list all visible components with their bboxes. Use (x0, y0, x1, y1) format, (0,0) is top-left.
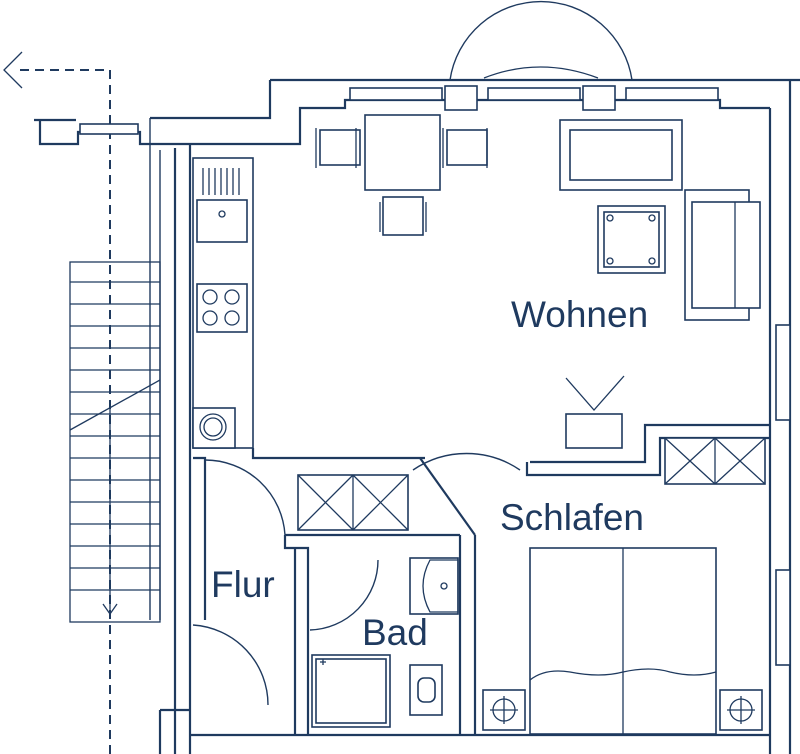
double-bed (482, 547, 763, 735)
living-furniture (559, 119, 761, 449)
balcony-arc (449, 0, 633, 81)
bathroom-fixtures (311, 557, 459, 728)
room-label-wohnen: Wohnen (511, 294, 649, 335)
staircase (69, 261, 161, 623)
room-label-bad: Bad (362, 612, 428, 653)
dining-set (315, 114, 488, 236)
room-label-schlafen: Schlafen (500, 497, 644, 538)
windows-top (79, 85, 719, 135)
wardrobes (297, 437, 766, 531)
section-marker (3, 51, 111, 754)
room-label-flur: Flur (211, 564, 275, 605)
door-swings (192, 452, 521, 706)
kitchen (192, 157, 254, 449)
windows-right (775, 324, 791, 666)
